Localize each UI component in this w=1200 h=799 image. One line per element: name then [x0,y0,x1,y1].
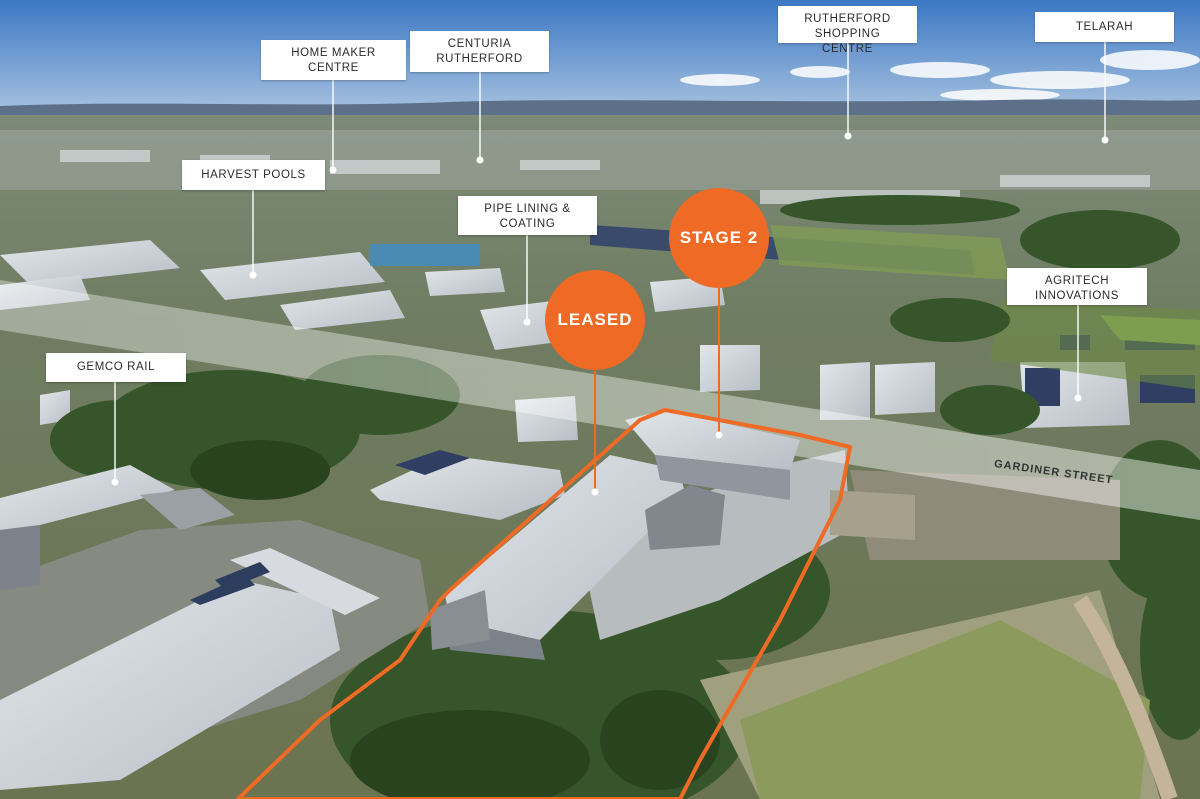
label-agritech-innovations: AGRITECH INNOVATIONS [1007,268,1147,305]
label-harvest-pools: HARVEST POOLS [182,160,325,190]
label-centuria-rutherford: CENTURIA RUTHERFORD [410,31,549,72]
leader-dots [111,132,1109,496]
leader-lines [114,42,1106,482]
badge-pointers [594,288,720,490]
badge-leased: LEASED [545,270,645,370]
stage2-warehouse [625,410,800,470]
label-rutherford-shopping-centre: RUTHERFORD SHOPPING CENTRE [778,6,917,55]
site-boundary [236,408,852,799]
hills [0,99,1200,120]
street-band [0,280,1200,520]
label-gemco-rail: GEMCO RAIL [46,353,186,382]
badge-stage-2: STAGE 2 [669,188,769,288]
label-pipe-lining-coating: PIPE LINING & COATING [458,196,597,235]
clouds [680,50,1200,101]
label-telarah: TELARAH [1035,12,1174,42]
leased-warehouse [445,455,685,640]
label-home-maker-centre: HOME MAKER CENTRE [261,40,406,80]
